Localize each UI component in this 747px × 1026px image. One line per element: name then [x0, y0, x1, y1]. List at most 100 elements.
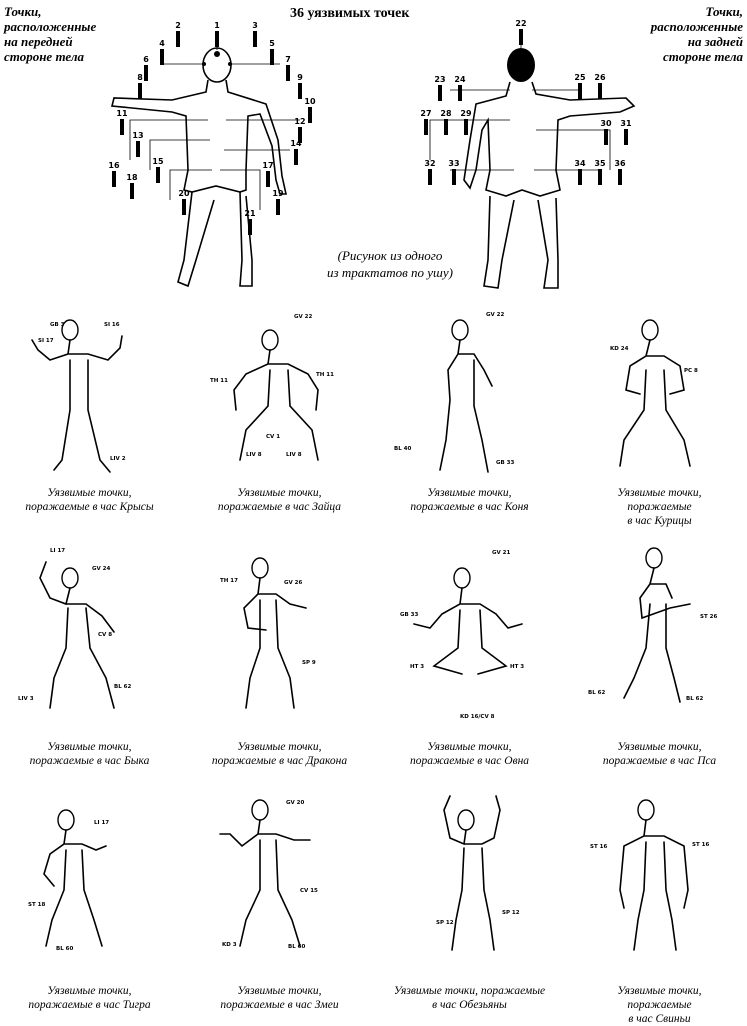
panel-figure [443, 795, 501, 951]
acupoint-tag: KD 24 [610, 346, 629, 352]
acupoint-tag: BL 60 [288, 944, 306, 950]
panel-figure [233, 329, 319, 461]
figure-body [623, 567, 691, 703]
panel-figure [619, 319, 691, 467]
acupoint-tag: ST 26 [700, 614, 718, 620]
front-point-number: 9 [297, 73, 303, 82]
figure-body [243, 577, 307, 709]
point-glyph-column [136, 141, 140, 157]
panel-caption: Уязвимые точки, поражаемые в час Курицы [617, 487, 702, 527]
acupoint-tag: LI 17 [50, 548, 66, 554]
panel-caption: Уязвимые точки, поражаемые в час Быка [29, 741, 150, 767]
point-glyph-column [120, 119, 124, 135]
point-glyph-column [452, 169, 456, 185]
acupoint-tag: BL 62 [114, 684, 132, 690]
front-point-number: 18 [126, 173, 138, 182]
acupoint-tag: GV 26 [284, 580, 303, 586]
point-glyph-column [286, 65, 290, 81]
point-glyph-column [444, 119, 448, 135]
front-point-number: 1 [214, 21, 220, 30]
back-point-number: 32 [424, 159, 435, 168]
point-glyph-column [624, 129, 628, 145]
back-point-number: 34 [574, 159, 586, 168]
figure-body [233, 349, 319, 461]
figure-head [645, 547, 663, 569]
acupoint-tag: ST 16 [590, 844, 608, 850]
acupoint-tag: GV 20 [286, 800, 305, 806]
panel-caption: Уязвимые точки, поражаемые в час Обезьян… [393, 985, 546, 1011]
figure-body [43, 829, 107, 947]
panel-figure [243, 557, 307, 709]
acupoint-tag: GV 22 [294, 314, 313, 320]
figure-head [261, 329, 279, 351]
point-glyph-column [458, 85, 462, 101]
point-glyph-column [598, 83, 602, 99]
acupoint-tag: BL 62 [686, 696, 704, 702]
point-glyph-column [138, 83, 142, 99]
point-glyph-column [276, 199, 280, 215]
acupoint-tag: SI 16 [104, 322, 120, 328]
figure-head [61, 567, 79, 589]
point-glyph-column [519, 29, 523, 45]
front-point-number: 13 [132, 131, 143, 140]
front-point-number: 10 [304, 97, 316, 106]
point-glyph-column [604, 129, 608, 145]
figure-head [251, 557, 269, 579]
acupoint-tag: HT 3 [410, 664, 425, 670]
point-glyph-column [298, 127, 302, 143]
acupoint-tag: LIV 3 [18, 696, 34, 702]
acupoint-tag: CV 1 [266, 434, 281, 440]
point-glyph-column [176, 31, 180, 47]
point-glyph-column [578, 83, 582, 99]
acupoint-tag: TH 11 [316, 372, 334, 378]
acupoint-tag: PC 8 [684, 368, 698, 374]
acupoint-tag: SP 9 [302, 660, 316, 666]
figure-body [219, 819, 311, 947]
back-point-number: 30 [600, 119, 612, 128]
acupoint-tag: LIV 8 [286, 452, 302, 458]
panel-caption: Уязвимые точки, поражаемые в час Крысы [25, 487, 154, 513]
front-point-number: 4 [159, 39, 165, 48]
acupoint-tag: SP 12 [502, 910, 520, 916]
front-point-number: 7 [285, 55, 291, 64]
acupoint-tag: ST 16 [692, 842, 710, 848]
figure-head [453, 567, 471, 589]
panel-caption: Уязвимые точки, поражаемые в час Овна [409, 741, 530, 767]
point-glyph-column [156, 167, 160, 183]
acupoint-tag: KD 16/CV 8 [460, 714, 495, 720]
back-point-number: 36 [614, 159, 626, 168]
front-point-number: 14 [290, 139, 302, 148]
figure-body [443, 795, 501, 951]
point-glyph-column [130, 183, 134, 199]
acupoint-tag: LIV 8 [246, 452, 262, 458]
point-glyph-column [578, 169, 582, 185]
figure-head [451, 319, 469, 341]
figure-head [457, 809, 475, 831]
back-point-number: 35 [594, 159, 606, 168]
point-glyph-column [424, 119, 428, 135]
back-side-label: Точки, расположенные на задней стороне т… [650, 4, 743, 64]
panel-caption: Уязвимые точки, поражаемые в час Пса [602, 741, 717, 767]
front-point-number: 19 [272, 189, 284, 198]
back-point-number: 31 [620, 119, 632, 128]
front-point-number: 16 [108, 161, 120, 170]
acupoint-tag: GB 3 [50, 322, 65, 328]
point-glyph-column [270, 49, 274, 65]
back-point-number: 25 [574, 73, 586, 82]
acupoint-tag: TH 11 [210, 378, 228, 384]
acupoint-tag: GB 33 [400, 612, 419, 618]
panel-figure [39, 561, 115, 709]
panel-caption: Уязвимые точки, поражаемые в час Дракона [211, 741, 348, 767]
acupoint-tag: CV 8 [98, 632, 113, 638]
point-glyph-column [215, 31, 219, 47]
panel-caption: Уязвимые точки, поражаемые в час Свиньи [617, 985, 702, 1025]
acupoint-tag: SP 12 [436, 920, 454, 926]
back-point-number: 24 [454, 75, 466, 84]
front-point-number: 3 [252, 21, 258, 30]
back-point-number: 26 [594, 73, 606, 82]
back-point-number: 29 [460, 109, 472, 118]
source-note: (Рисунок из одного из трактатов по ушу) [327, 248, 453, 280]
figure-head [641, 319, 659, 341]
acupoint-tag: ST 18 [28, 902, 46, 908]
